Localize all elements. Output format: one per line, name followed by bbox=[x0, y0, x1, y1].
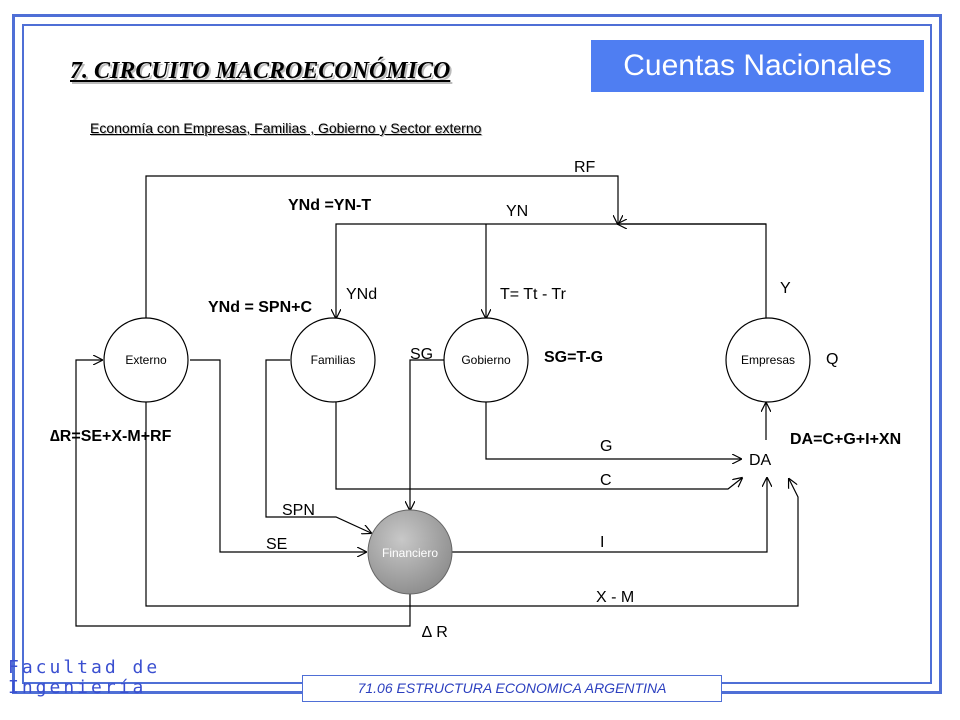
label-y: Y bbox=[780, 280, 791, 297]
label-da: DA bbox=[749, 452, 772, 469]
label-spn: SPN bbox=[282, 502, 315, 519]
flow-ynd bbox=[336, 223, 486, 318]
node-familias-label: Familias bbox=[311, 353, 356, 367]
label-dr-eq: ∆R=SE+X-M+RF bbox=[50, 428, 172, 445]
course-footer: 71.06 ESTRUCTURA ECONOMICA ARGENTINA bbox=[302, 675, 722, 702]
node-externo-label: Externo bbox=[125, 353, 167, 367]
flow-yn bbox=[486, 223, 767, 318]
flow-spn bbox=[265, 359, 371, 533]
flow-g bbox=[485, 402, 741, 459]
faculty-logo-text: Facultad de Ingeniería bbox=[8, 658, 208, 698]
label-t: T= Tt - Tr bbox=[500, 286, 567, 303]
label-xm: X - M bbox=[596, 589, 634, 606]
label-rf: RF bbox=[574, 159, 596, 176]
node-financiero bbox=[367, 509, 453, 595]
flow-rf bbox=[145, 175, 618, 318]
slide-subtitle: Economía con Empresas, Familias , Gobier… bbox=[90, 120, 482, 136]
label-ynd-eq1: YNd =YN-T bbox=[288, 197, 371, 214]
flow-se bbox=[190, 359, 366, 552]
node-gobierno bbox=[443, 317, 529, 403]
label-dr: ∆ R bbox=[422, 624, 448, 641]
node-financiero-label: Financiero bbox=[382, 546, 438, 560]
label-sg-eq: SG=T-G bbox=[544, 349, 603, 366]
node-empresas-label: Empresas bbox=[741, 353, 795, 367]
section-badge: Cuentas Nacionales bbox=[591, 40, 924, 92]
label-yn: YN bbox=[506, 203, 528, 220]
slide-title: 7. CIRCUITO MACROECONÓMICO bbox=[70, 58, 451, 84]
label-i: I bbox=[600, 534, 604, 551]
label-ynd-eq2: YNd = SPN+C bbox=[208, 299, 312, 316]
faculty-line-2: Ingeniería bbox=[8, 677, 147, 698]
label-da-eq: DA=C+G+I+XN bbox=[790, 431, 901, 448]
label-se: SE bbox=[266, 536, 287, 553]
label-sg: SG bbox=[410, 346, 433, 363]
node-externo bbox=[103, 317, 189, 403]
node-familias bbox=[290, 317, 376, 403]
label-c: C bbox=[600, 472, 612, 489]
flow-c bbox=[335, 402, 742, 490]
faculty-line-1: Facultad de bbox=[8, 657, 161, 678]
node-gobierno-label: Gobierno bbox=[461, 353, 511, 367]
flow-sg bbox=[410, 359, 448, 510]
label-q: Q bbox=[826, 351, 838, 368]
flow-dr bbox=[75, 360, 411, 627]
node-empresas bbox=[725, 317, 811, 403]
flow-xm bbox=[145, 402, 799, 607]
label-ynd: YNd bbox=[346, 286, 377, 303]
label-g: G bbox=[600, 438, 612, 455]
flow-i bbox=[452, 478, 767, 553]
